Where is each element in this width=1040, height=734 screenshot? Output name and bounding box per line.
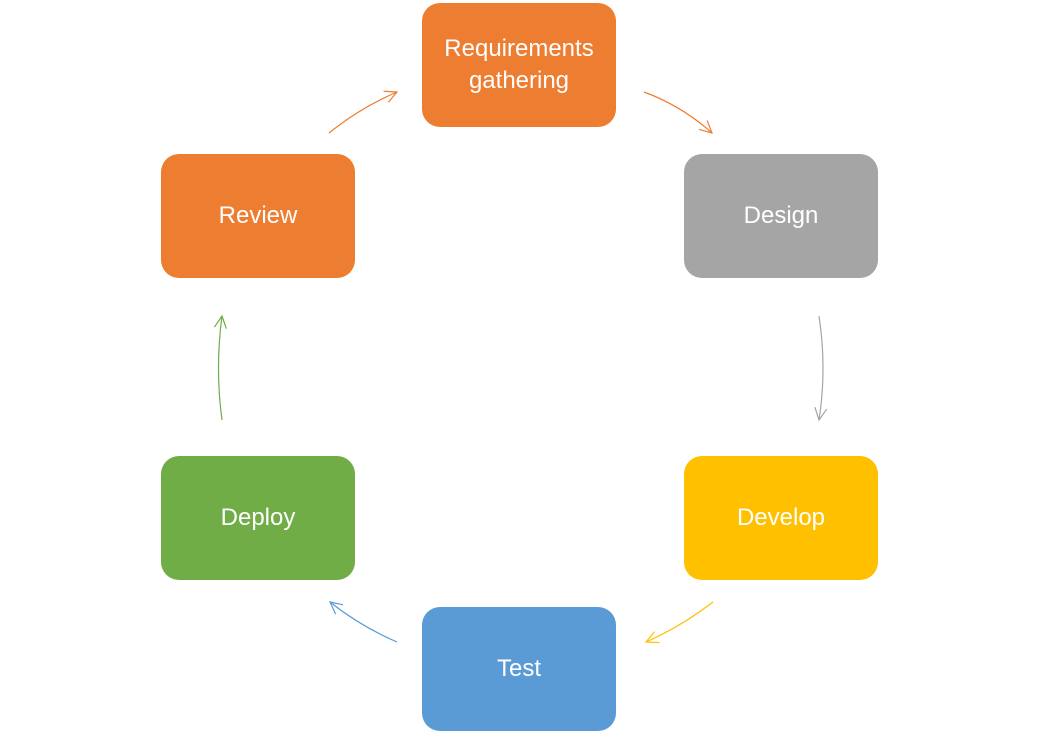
step-label: Review [218, 202, 298, 229]
arrow-deploy-to-review [213, 314, 227, 421]
step-design: Design [684, 154, 878, 278]
step-label: Requirements gathering [444, 35, 594, 94]
arrow-requirements-to-design [643, 91, 713, 134]
arrow-test-to-deploy [328, 601, 398, 643]
step-label: Deploy [220, 504, 296, 531]
step-label: Design [743, 202, 819, 229]
step-label: Develop [736, 504, 826, 531]
step-test: Test [422, 607, 616, 731]
step-develop: Develop [684, 456, 878, 580]
step-deploy: Deploy [161, 456, 355, 580]
step-label: Test [496, 655, 541, 682]
arrow-review-to-requirements [328, 90, 399, 134]
step-review: Review [161, 154, 355, 278]
arrow-develop-to-test [644, 601, 714, 644]
step-requirements-gathering: Requirements gathering [422, 3, 616, 127]
arrow-design-to-develop [814, 315, 828, 422]
